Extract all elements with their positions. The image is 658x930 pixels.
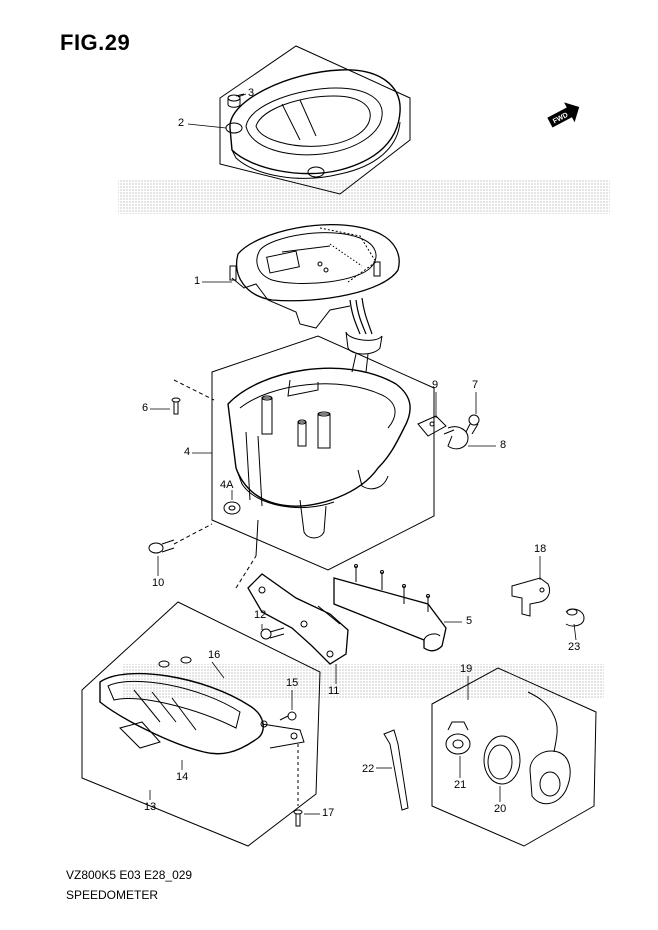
callout-15: 15: [286, 677, 299, 689]
speedometer-assembly: [229, 224, 400, 373]
clamp-8: [443, 426, 469, 450]
ring-20: [483, 735, 521, 785]
screw-10: [148, 539, 175, 554]
watermark-band-lower: [122, 664, 604, 698]
sensor-group: [431, 667, 597, 847]
cover-grommet: [225, 122, 243, 134]
figure-code: VZ800K5 E03 E28_029: [66, 868, 193, 882]
callout-5: 5: [466, 615, 473, 627]
cable-tie-22: [383, 729, 409, 811]
figure-title: FIG.29: [60, 30, 131, 55]
callout-23: 23: [568, 641, 581, 653]
callout-4a: 4A: [220, 479, 234, 491]
callout-20: 20: [494, 803, 507, 815]
indicator-lamp-frame: [81, 601, 321, 847]
screw-15: [279, 711, 297, 721]
callout-3: 3: [248, 87, 255, 99]
callout-6: 6: [142, 402, 149, 414]
callout-1: 1: [194, 275, 201, 287]
callout-4: 4: [184, 446, 191, 458]
meter-cover: [229, 69, 401, 175]
meter-case-frame: [211, 335, 435, 571]
rubber-21: [445, 721, 471, 755]
figure-name: SPEEDOMETER: [66, 888, 159, 902]
callout-13: 13: [144, 801, 157, 813]
callout-10: 10: [152, 577, 165, 589]
callout-17: 17: [322, 807, 335, 819]
callout-22: 22: [362, 763, 375, 775]
screw-17: [293, 809, 303, 827]
forward-arrow-icon: FWD: [547, 102, 580, 128]
screw-6: [171, 397, 181, 415]
sensor-group-frame: [431, 667, 597, 847]
clip-23: [565, 608, 585, 627]
watermark-band-upper: [118, 180, 610, 214]
screw-7: [465, 414, 480, 435]
callout-21: 21: [454, 779, 467, 791]
bracket-18: [511, 577, 551, 617]
callout-11: 11: [328, 685, 340, 697]
meter-case-group: [211, 335, 435, 571]
callout-9: 9: [432, 379, 439, 391]
leader-lines: [149, 93, 577, 815]
callout-8: 8: [500, 439, 507, 451]
callout-7: 7: [472, 379, 479, 391]
fwd-label: FWD: [552, 112, 569, 126]
indicator-lamp-housing: [99, 672, 264, 755]
bracket-9: [417, 415, 447, 437]
callout-18: 18: [534, 543, 547, 555]
callout-19: 19: [460, 663, 473, 675]
callout-16: 16: [208, 649, 221, 661]
bracket-11: [247, 573, 349, 665]
screw-12: [260, 627, 285, 640]
meter-cover-frame: [219, 45, 411, 195]
indicator-lamp-group: [81, 601, 321, 847]
callout-2: 2: [178, 117, 185, 129]
callout-14: 14: [176, 771, 189, 783]
cover-grommet-2: [307, 166, 325, 178]
callout-12: 12: [254, 609, 267, 621]
cushion-4a: [223, 501, 241, 515]
rubber-cushion-3: [227, 94, 241, 108]
meter-cover-group: [219, 45, 411, 195]
meter-case: [227, 367, 411, 507]
sensor-body: [527, 691, 571, 805]
cover-plate-5: [333, 564, 447, 652]
